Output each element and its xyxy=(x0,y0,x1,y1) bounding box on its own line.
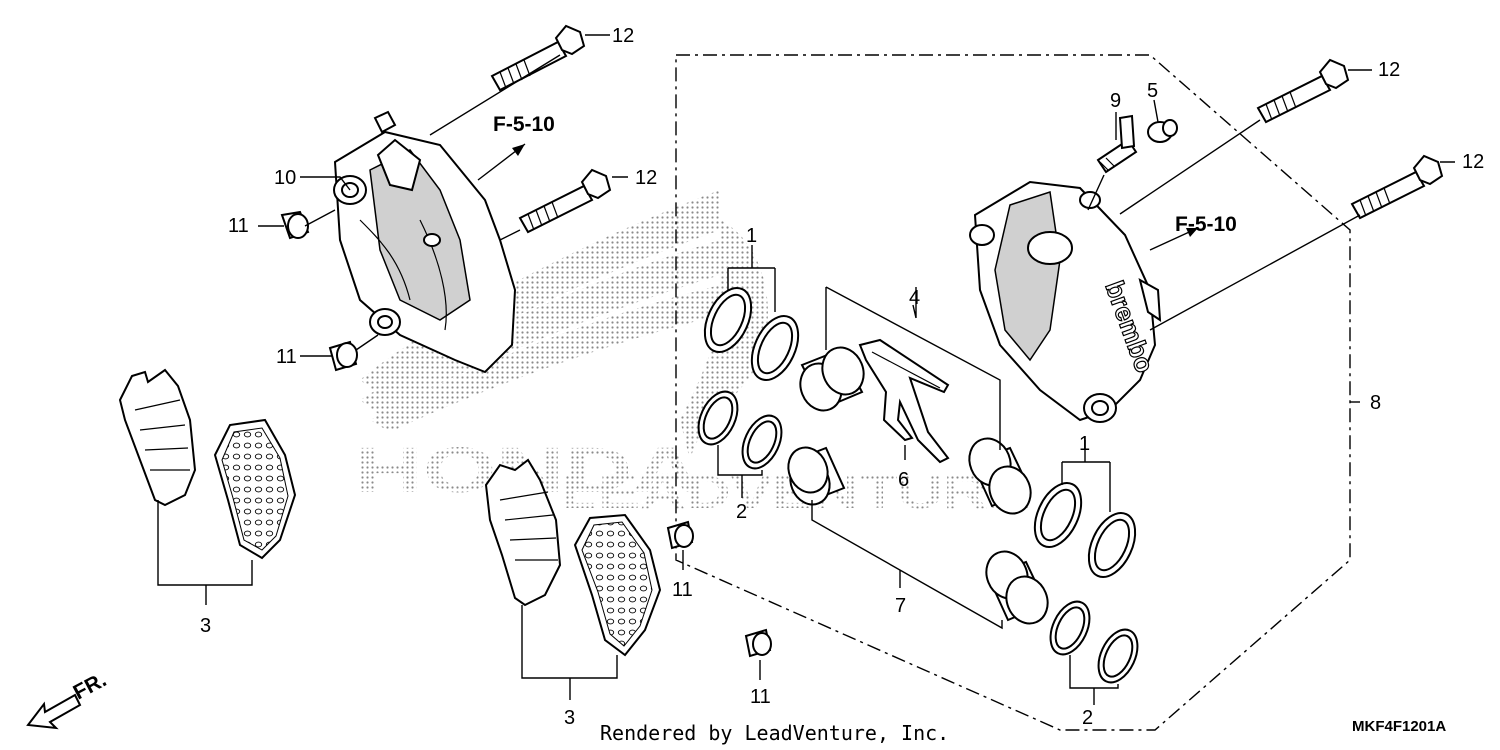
pad-set-left xyxy=(118,368,297,560)
callout-11-bottom: 11 xyxy=(750,686,771,708)
credit-text: Rendered by LeadVenture, Inc. xyxy=(600,721,949,745)
bolt-mid-right xyxy=(1350,154,1444,220)
pad-set-mid xyxy=(484,458,662,657)
callout-1-right: 1 xyxy=(1079,433,1090,455)
assembly-outline xyxy=(675,54,1351,731)
collar-lower-left xyxy=(328,340,358,372)
bolt-top-right xyxy=(1256,58,1350,124)
collar-mid xyxy=(666,520,694,550)
callout-8: 8 xyxy=(1370,392,1381,414)
ref-label-left: F-5-10 xyxy=(493,113,555,136)
seal-set-right xyxy=(1033,482,1139,684)
wing-stripe-2 xyxy=(360,240,720,415)
pad-spring xyxy=(858,338,950,464)
piston-b xyxy=(787,446,846,506)
bolt-mid-left xyxy=(518,168,612,234)
collar-bottom xyxy=(744,628,772,658)
left-caliper xyxy=(333,110,517,374)
piston-c xyxy=(968,437,1032,515)
right-caliper: brembo xyxy=(969,180,1162,423)
leader-lines xyxy=(157,34,1455,705)
callout-3-mid: 3 xyxy=(564,707,575,729)
callout-4: 4 xyxy=(909,287,920,309)
ref-label-right: F-5-10 xyxy=(1175,213,1237,236)
callout-3-left: 3 xyxy=(200,615,211,637)
front-arrow-icon xyxy=(26,693,82,730)
piston-d xyxy=(985,550,1049,625)
callout-1-left: 1 xyxy=(746,225,757,247)
callout-5: 5 xyxy=(1147,80,1158,102)
callout-7: 7 xyxy=(895,595,906,617)
callout-11-mid: 11 xyxy=(672,579,693,601)
callout-2-left: 2 xyxy=(736,501,747,523)
collar-upper-left xyxy=(280,210,310,240)
piston-a xyxy=(799,346,865,412)
diagram-code: MKF4F1201A xyxy=(1352,718,1446,735)
callout-2-right: 2 xyxy=(1082,707,1093,729)
callout-12-top-right: 12 xyxy=(1378,59,1400,81)
callout-6: 6 xyxy=(898,469,909,491)
callout-11-upper-left: 11 xyxy=(228,215,249,237)
callout-12-mid-left: 12 xyxy=(635,167,657,189)
bleeder-valve xyxy=(1096,114,1138,174)
callout-11-lower-left: 11 xyxy=(276,346,297,368)
bolt-top-left xyxy=(490,24,586,92)
ref-arrow-left xyxy=(477,143,526,181)
callout-9: 9 xyxy=(1110,90,1121,112)
bleeder-cap xyxy=(1147,119,1178,143)
callout-12-top-left: 12 xyxy=(612,25,634,47)
wing-stripe-3 xyxy=(370,285,720,432)
callout-10: 10 xyxy=(274,167,296,189)
ref-arrow-right xyxy=(1149,227,1199,251)
seal-set-left xyxy=(697,287,800,470)
callout-12-mid-right: 12 xyxy=(1462,151,1484,173)
